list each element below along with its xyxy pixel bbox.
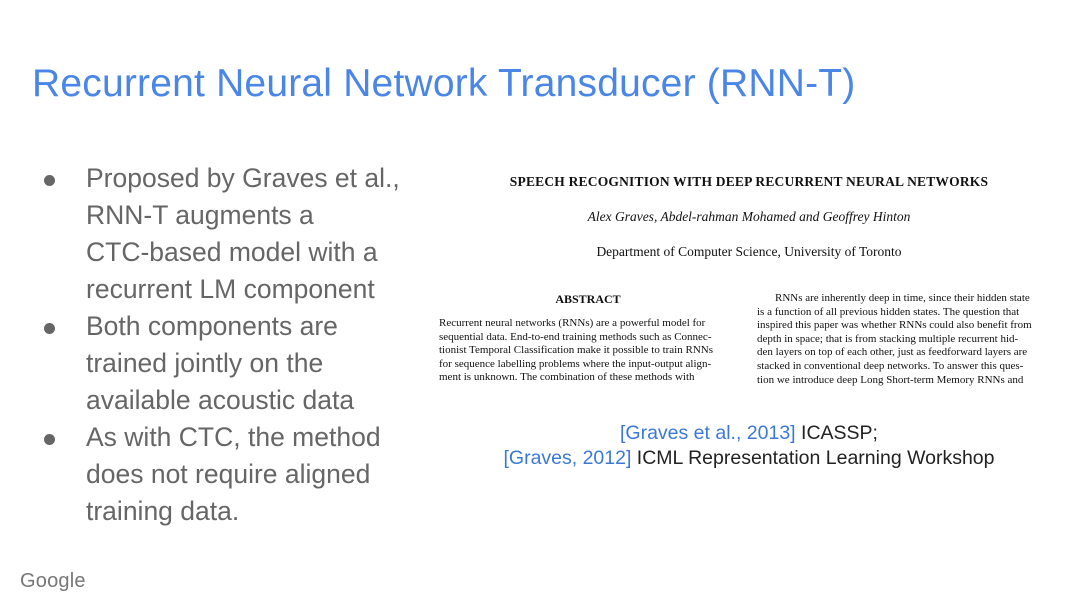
citation-link-graves-2012[interactable]: [Graves, 2012]: [503, 447, 632, 469]
bullet-dot-icon: [44, 323, 55, 334]
abstract-line: for sequence labelling problems where th…: [439, 357, 712, 370]
bullet-line: recurrent LM component: [86, 274, 375, 304]
abstract-line: tionist Temporal Classification make it …: [439, 344, 713, 357]
intro-line: inspired this paper was whether RNNs cou…: [757, 319, 1032, 332]
slide-title: Recurrent Neural Network Transducer (RNN…: [32, 62, 856, 105]
paper-excerpt: SPEECH RECOGNITION WITH DEEP RECURRENT N…: [436, 160, 1062, 388]
bullet-dot-icon: [44, 434, 55, 445]
citation-venue: ICML Representation Learning Workshop: [631, 447, 995, 469]
intro-line: stacked in conventional deep networks. T…: [757, 359, 1024, 372]
bullet-line: does not require aligned: [86, 459, 371, 489]
intro-line: is a function of all previous hidden sta…: [757, 305, 1020, 318]
citation-link-graves-2013[interactable]: [Graves et al., 2013]: [620, 422, 796, 444]
bullet-item: As with CTC, the method does not require…: [40, 419, 420, 530]
abstract-text: Recurrent neural networks (RNNs) are a p…: [439, 317, 739, 385]
bullet-line: RNN-T augments a: [86, 200, 314, 230]
paper-title: SPEECH RECOGNITION WITH DEEP RECURRENT N…: [509, 174, 989, 189]
bullet-line: available acoustic data: [86, 385, 355, 415]
abstract-line: Recurrent neural networks (RNNs) are a p…: [439, 317, 706, 329]
bullet-item: Both components are trained jointly on t…: [40, 308, 420, 419]
bullet-line: training data.: [86, 496, 240, 526]
intro-line: depth in space; that is from stacking mu…: [757, 332, 1019, 345]
bullet-line: Proposed by Graves et al.,: [86, 163, 400, 193]
bullet-list: Proposed by Graves et al., RNN-T augment…: [40, 160, 420, 530]
citation: [Graves et al., 2013] ICASSP; [Graves, 2…: [436, 421, 1062, 471]
intro-line: den layers on top of each other, just as…: [757, 346, 1028, 359]
intro-line: RNNs are inherently deep in time, since …: [775, 292, 1030, 304]
bullet-line: CTC-based model with a: [86, 237, 378, 267]
bullet-dot-icon: [44, 175, 55, 186]
bullet-line: Both components are: [86, 311, 338, 341]
intro-line: tion we introduce deep Long Short-term M…: [757, 373, 1024, 386]
google-logo: Google: [20, 570, 86, 592]
abstract-line: ment is unknown. The combination of thes…: [439, 371, 695, 384]
abstract-line: sequential data. End-to-end training met…: [439, 330, 712, 343]
paper-affiliation: Department of Computer Science, Universi…: [596, 244, 902, 259]
abstract-heading: ABSTRACT: [555, 292, 621, 306]
intro-text: RNNs are inherently deep in time, since …: [757, 292, 1057, 387]
bullet-item: Proposed by Graves et al., RNN-T augment…: [40, 160, 420, 308]
citation-venue: ICASSP;: [795, 422, 878, 444]
bullet-line: As with CTC, the method: [86, 422, 381, 452]
bullet-line: trained jointly on the: [86, 348, 324, 378]
paper-authors: Alex Graves, Abdel-rahman Mohamed and Ge…: [587, 209, 911, 224]
